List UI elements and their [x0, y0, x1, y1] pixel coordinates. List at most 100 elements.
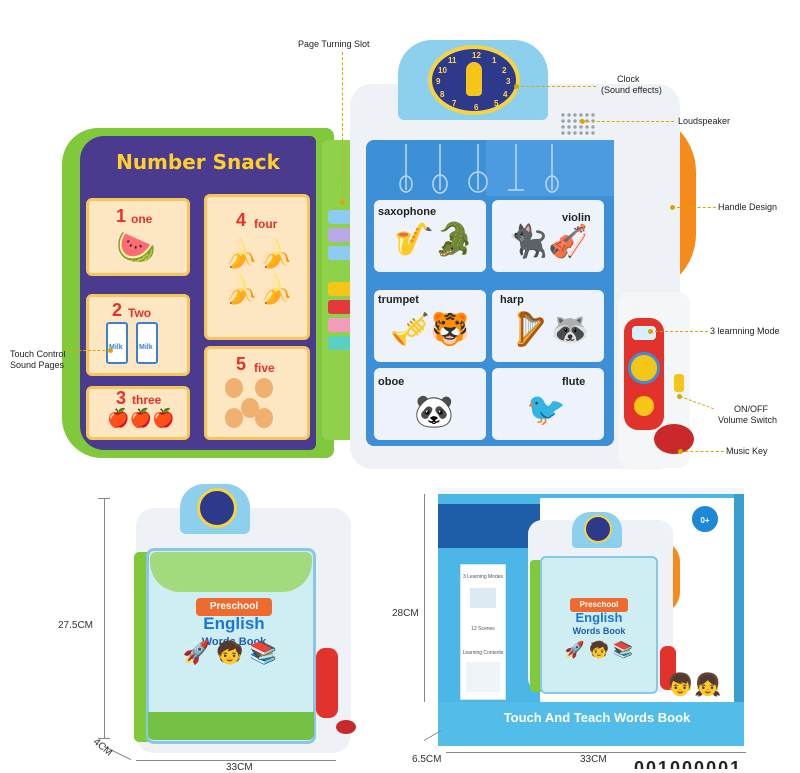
bananas-icon: 🍌🍌🍌🍌 — [223, 238, 293, 305]
tile-violin-label: violin — [562, 212, 591, 224]
clock-hand — [466, 62, 482, 96]
leader-dot-music-key — [678, 449, 683, 454]
leader-handle — [672, 207, 716, 208]
small-book-words: Words Book — [201, 636, 267, 648]
tile-saxophone[interactable] — [374, 200, 486, 272]
leader-dot-handle — [670, 205, 675, 210]
clock-number-4: 4 — [503, 90, 508, 99]
milk-carton-2 — [136, 322, 158, 364]
box-top-edge — [438, 488, 744, 498]
page-tab-4[interactable] — [328, 264, 356, 278]
dim-line-width — [136, 760, 336, 761]
small-book-music-key — [336, 720, 356, 734]
card-three-word: three — [132, 393, 162, 407]
apples-icon: 🍎🍎🍎 — [107, 408, 175, 428]
tiger-trumpet-icon: 🎺🐯 — [390, 311, 470, 347]
callout-learning-mode: 3 learnning Mode — [710, 326, 780, 336]
leader-dot-page-turning — [340, 200, 345, 205]
card-two-number: 2 — [112, 300, 123, 320]
page-tab-8[interactable] — [328, 336, 356, 350]
card-one-number: 1 — [116, 206, 127, 226]
page-tab-2[interactable] — [328, 228, 356, 242]
leader-music-key — [680, 451, 724, 452]
card-four-word: four — [254, 217, 278, 231]
tile-trumpet[interactable] — [374, 290, 486, 362]
page-tab-5[interactable] — [328, 282, 356, 296]
box-front-panel — [438, 702, 744, 746]
bird-flute-icon: 🐦 — [526, 391, 566, 427]
leader-dot-loudspeaker — [580, 119, 585, 124]
page-tab-7[interactable] — [328, 318, 356, 332]
box-dim-depth-label: 6.5CM — [412, 754, 442, 765]
watermelon-icon: 🍉 — [116, 229, 156, 265]
page-tab-1[interactable] — [328, 210, 356, 224]
mode-button[interactable] — [634, 396, 654, 416]
small-book-banner: Preschool — [196, 598, 272, 616]
page-tab-3[interactable] — [328, 246, 356, 260]
leader-dot-onoff — [677, 394, 682, 399]
tile-harp[interactable] — [492, 290, 604, 362]
card-two-word: Two — [128, 306, 152, 320]
instrument-outlines — [396, 140, 614, 196]
dim-tick-top — [98, 498, 110, 499]
callout-handle-design: Handle Design — [718, 202, 778, 212]
card-four-number: 4 — [236, 210, 247, 230]
box-book-english: English — [575, 610, 623, 625]
age-badge: 0+ — [690, 504, 720, 534]
card-three-number: 3 — [116, 388, 127, 408]
box-book-kids-icon: 🚀 🧒 📚 — [564, 642, 634, 659]
cat-violin-icon: 🐈‍⬛🎻 — [508, 223, 588, 259]
instruments-strip — [486, 140, 614, 196]
clock-number-12: 12 — [472, 51, 481, 60]
tile-violin[interactable] — [492, 200, 604, 272]
card-five-number: 5 — [236, 354, 247, 374]
small-book-grass — [148, 712, 314, 740]
clock-face[interactable] — [428, 45, 520, 115]
dim-height-label: 27.5CM — [58, 620, 94, 631]
clock-number-6: 6 — [474, 103, 479, 112]
card-three[interactable] — [86, 386, 190, 440]
box-card-contents: Learning Contents — [462, 650, 504, 656]
box-dim-width-label: 33CM — [580, 754, 607, 765]
clock-number-5: 5 — [494, 99, 499, 108]
leader-clock — [516, 86, 596, 87]
clock-number-3: 3 — [506, 77, 511, 86]
callout-touch-line2: Sound Pages — [10, 360, 65, 370]
leader-page-turning — [342, 52, 343, 202]
callout-touch-line1: Touch Control — [10, 349, 66, 359]
small-book-kids-icon: 🚀 🧒 📚 — [182, 640, 278, 665]
tile-oboe[interactable] — [374, 368, 486, 440]
on-off-volume-switch[interactable] — [674, 374, 684, 392]
small-book-english: English — [203, 614, 265, 633]
bottom-code-text: 001000001 — [634, 758, 743, 769]
leader-touch — [64, 350, 110, 351]
card-four[interactable] — [204, 194, 310, 340]
leader-learning-mode — [650, 331, 708, 332]
dim-width-label: 33CM — [226, 762, 253, 773]
card-one[interactable] — [86, 198, 190, 276]
callout-page-turning-slot: Page Turning Slot — [298, 39, 370, 49]
box-dim-line-width — [446, 752, 746, 753]
tile-flute-label: flute — [562, 376, 586, 388]
panda-oboe-icon: 🐼 — [414, 393, 454, 429]
box-book-banner: Preschool — [570, 598, 628, 612]
leader-loudspeaker — [582, 121, 674, 122]
music-key-button[interactable] — [654, 424, 694, 454]
mode-dial[interactable] — [628, 352, 660, 384]
leader-dot-touch — [108, 348, 113, 353]
dim-depth-label: 4CM — [90, 736, 115, 759]
box-book-controls — [660, 646, 676, 690]
raccoon-harp-icon: 🪉🦝 — [510, 311, 590, 347]
card-one-word: one — [131, 212, 153, 226]
crocodile-saxophone-icon: 🎷🐊 — [394, 221, 474, 257]
callout-loudspeaker: Loudspeaker — [678, 116, 731, 126]
tile-flute[interactable] — [492, 368, 604, 440]
page-tab-6[interactable] — [328, 300, 356, 314]
clock-number-7: 7 — [452, 99, 457, 108]
card-five-word: five — [254, 361, 275, 375]
box-book-cover — [540, 556, 658, 694]
tile-trumpet-label: trumpet — [378, 294, 419, 306]
callout-onoff-line1: ON/OFF — [734, 404, 768, 414]
leader-dot-clock — [514, 84, 519, 89]
left-page-title: Number Snack — [116, 150, 280, 174]
